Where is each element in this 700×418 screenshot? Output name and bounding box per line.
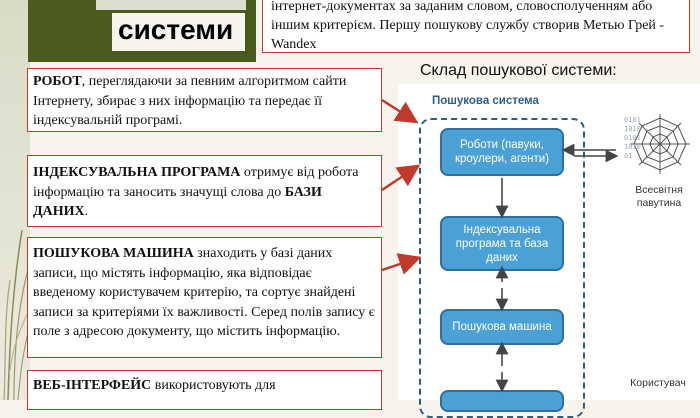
pointer-robot	[381, 98, 419, 124]
binary-digits-2: 1010	[624, 125, 641, 133]
pointer-indexer	[381, 164, 421, 192]
binary-digits-3: 0101	[624, 134, 641, 142]
search-engine-description: ПОШУКОВА МАШИНА знаходить у базі даних з…	[27, 237, 382, 358]
web-interface-text: використовують для	[151, 378, 276, 393]
node-indexer-database: Індексувальна програма та база даних	[440, 216, 564, 271]
world-wide-web-icon	[630, 114, 690, 174]
title-banner-fade	[96, 0, 246, 10]
scheme-heading: Склад пошукової системи:	[420, 62, 617, 79]
robot-text: , переглядаючи за певним алгоритмом сайт…	[33, 74, 347, 128]
user-label: Користувач	[630, 377, 686, 389]
binary-digits-1: 0101	[624, 116, 641, 124]
search-engine-text: знаходить у базі даних записи, що містят…	[33, 246, 375, 339]
intro-text-box: інтернет-документах за заданим словом, с…	[262, 0, 690, 53]
diagram-connectors: 0101 1010 0101 1010 01	[381, 98, 690, 393]
indexer-term: ІНДЕКСУВАЛЬНА ПРОГРАМА	[33, 165, 241, 180]
indexer-text-end: .	[84, 204, 89, 219]
web-label: Всесвітня павутина	[635, 184, 683, 209]
indexer-description: ІНДЕКСУВАЛЬНА ПРОГРАМА отримує від робот…	[27, 155, 382, 227]
web-interface-term: ВЕБ-ІНТЕРФЕЙС	[33, 378, 152, 393]
search-engine-term: ПОШУКОВА МАШИНА	[33, 246, 194, 261]
binary-digits-5: 01	[624, 152, 632, 160]
database-term: БАЗИ ДАНИХ	[33, 184, 322, 220]
page-title: системи	[112, 13, 246, 51]
indexer-text: отримує від робота інформацію та заносит…	[33, 165, 359, 200]
grass-decoration	[3, 229, 39, 400]
left-decorative-stripe	[0, 0, 30, 400]
robot-term: РОБОТ	[33, 74, 82, 89]
robot-description: РОБОТ, переглядаючи за певним алгоритмом…	[27, 68, 382, 132]
pointer-search-engine	[381, 253, 422, 275]
binary-digits-4: 1010	[624, 143, 641, 151]
diagram-title: Пошукова система	[432, 95, 539, 107]
